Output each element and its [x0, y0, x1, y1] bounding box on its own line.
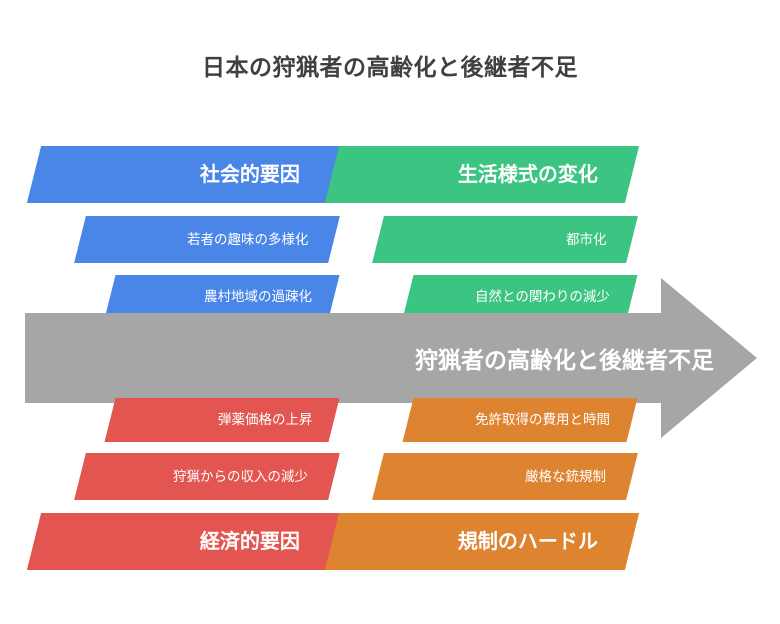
category-header-lifestyle[interactable]: 生活様式の変化: [324, 146, 640, 203]
cause-economic-2-label: 狩猟からの収入の減少: [173, 468, 308, 484]
cause-social-1[interactable]: 若者の趣味の多様化: [74, 216, 340, 263]
cause-lifestyle-1[interactable]: 都市化: [372, 216, 638, 263]
category-header-lifestyle-label: 生活様式の変化: [458, 163, 598, 186]
category-header-regulatory-label: 規制のハードル: [458, 530, 598, 553]
cause-lifestyle-1-label: 都市化: [565, 231, 607, 247]
cause-economic-1-label: 弾薬価格の上昇: [217, 412, 313, 428]
category-header-regulatory[interactable]: 規制のハードル: [324, 513, 640, 570]
category-header-economic-label: 経済的要因: [200, 530, 300, 553]
category-header-social[interactable]: 社会的要因: [26, 146, 342, 203]
cause-economic-2[interactable]: 狩猟からの収入の減少: [74, 453, 340, 500]
cause-regulatory-1-label: 免許取得の費用と時間: [475, 412, 610, 428]
cause-regulatory-2[interactable]: 厳格な銃規制: [372, 453, 638, 500]
page-title: 日本の狩猟者の高齢化と後継者不足: [202, 54, 578, 80]
category-header-economic[interactable]: 経済的要因: [26, 513, 342, 570]
category-header-social-label: 社会的要因: [200, 163, 300, 186]
cause-social-1-label: 若者の趣味の多様化: [186, 231, 309, 247]
cause-economic-1[interactable]: 弾薬価格の上昇: [104, 398, 340, 442]
cause-regulatory-1[interactable]: 免許取得の費用と時間: [402, 398, 638, 442]
cause-regulatory-2-label: 厳格な銃規制: [525, 468, 606, 484]
